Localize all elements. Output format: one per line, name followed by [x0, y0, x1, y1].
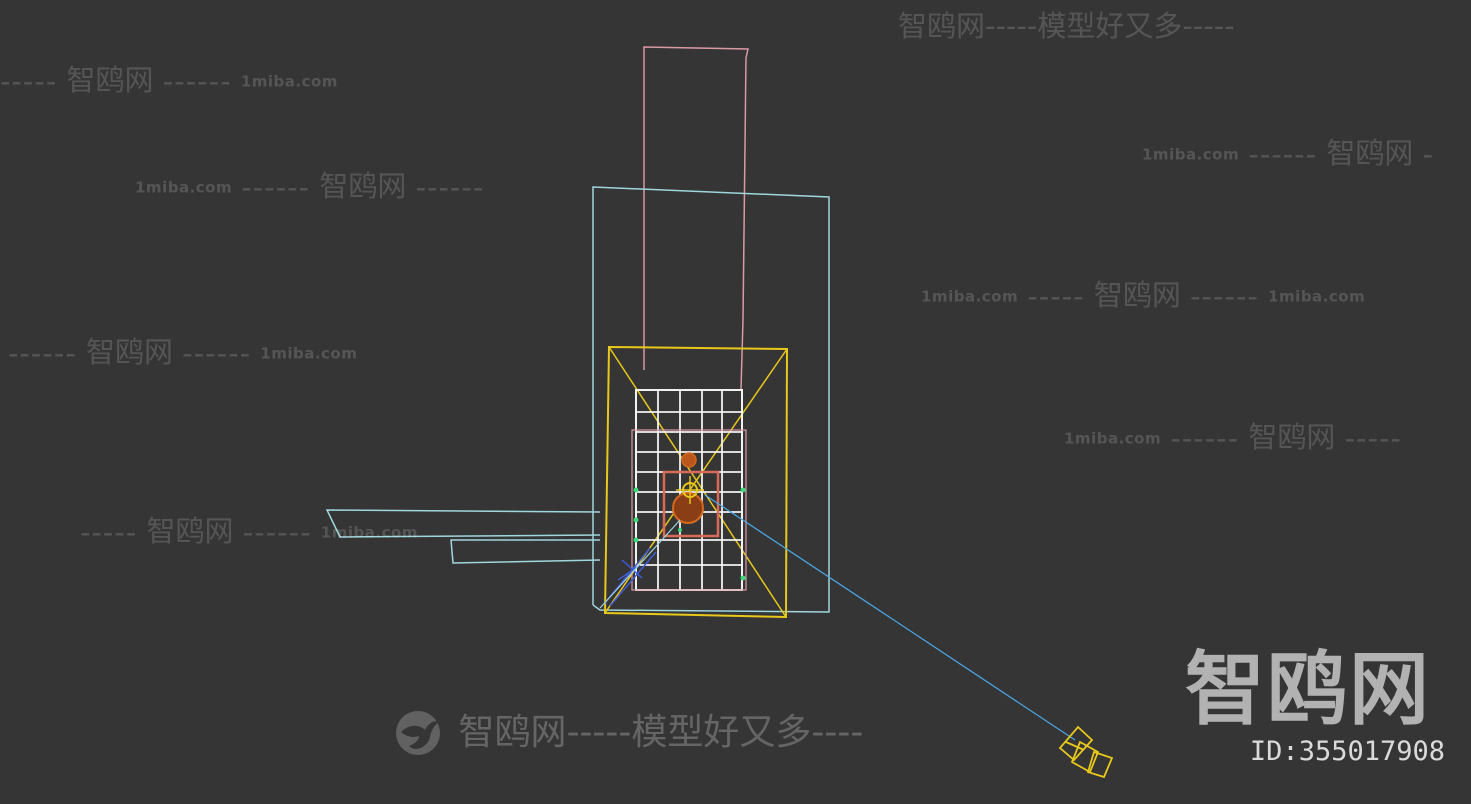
left-slab-outline[interactable]: [325, 509, 601, 538]
watermark-left-1: ----- 智鸥网 ------ 1miba.com: [0, 63, 338, 99]
brand-watermark: 智鸥网: [1185, 643, 1431, 736]
left-slab-outline-2[interactable]: [450, 539, 601, 564]
light-object[interactable]: [672, 492, 704, 524]
frustum-diagonal: [608, 346, 787, 618]
gizmo-axis: [599, 519, 681, 609]
bird-logo-icon: [396, 711, 440, 755]
light-object[interactable]: [681, 452, 697, 468]
room-outline-large[interactable]: [592, 186, 830, 613]
camera-target-line[interactable]: [704, 494, 1076, 741]
watermark-top-right: 智鸥网-----模型好又多-----: [898, 9, 1235, 43]
pink-wall-outline[interactable]: [643, 46, 749, 390]
model-id-label: ID:355017908: [1249, 736, 1445, 767]
green-markers: [633, 487, 746, 581]
watermark-left-4: ----- 智鸥网 ------ 1miba.com: [80, 514, 418, 550]
watermark-left-2: 1miba.com ------ 智鸥网 ------: [135, 169, 485, 205]
camera-object[interactable]: [1058, 725, 1114, 779]
pink-inner-outline[interactable]: [631, 429, 747, 591]
watermark-right-1: 1miba.com ------ 智鸥网 -: [1142, 136, 1435, 172]
watermark-left-3: ------ 智鸥网 ------ 1miba.com: [8, 335, 358, 371]
watermark-right-2: 1miba.com ----- 智鸥网 ------ 1miba.com: [921, 278, 1366, 314]
watermark-right-3: 1miba.com ------ 智鸥网 -----: [1064, 420, 1402, 456]
watermark-bottom: 智鸥网-----模型好又多----: [395, 710, 863, 756]
